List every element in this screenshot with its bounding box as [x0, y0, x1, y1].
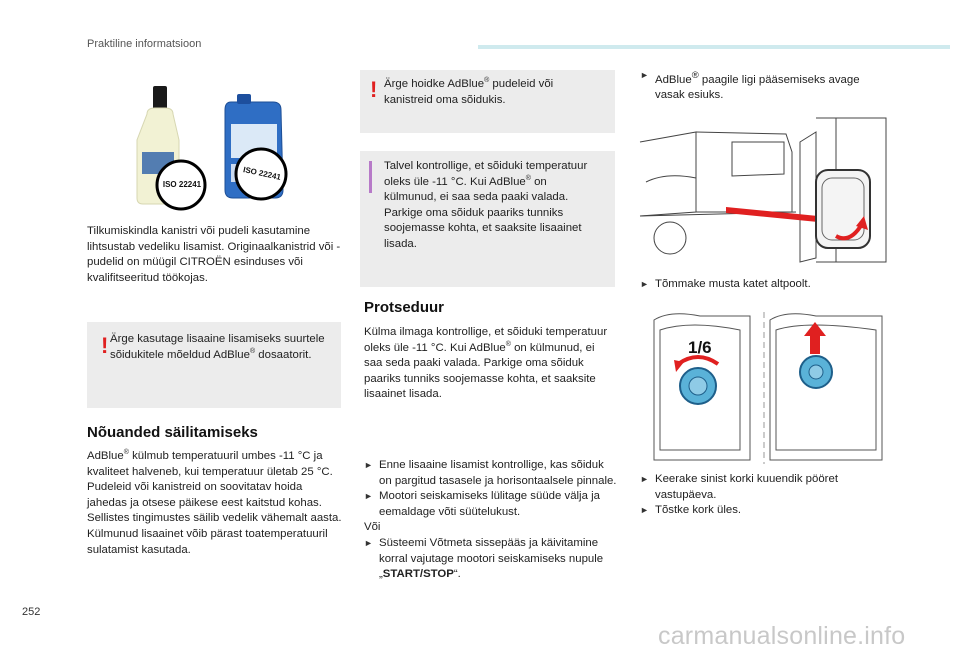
bullet-icon: ►	[640, 505, 649, 516]
iso-label-bottle: ISO 22241	[162, 180, 202, 189]
step-item: ►Enne lisaaine lisamist kontrollige, kas…	[364, 459, 617, 487]
step-item: ►Süsteemi Võtmeta sissepääs ja käivitami…	[364, 536, 604, 581]
fraction-label: 1/6	[688, 338, 712, 357]
info-text-winter: Talvel kontrollige, et sõiduki temperatu…	[384, 160, 588, 250]
or-label: Või	[364, 521, 381, 534]
page-number: 252	[22, 606, 41, 618]
bullet-icon: ►	[364, 460, 373, 470]
storage-paragraph: AdBlue® külmub temperatuuril umbes -11 °…	[87, 449, 342, 556]
procedure-steps: ►Enne lisaaine lisamist kontrollige, kas…	[364, 458, 618, 583]
bullet-icon: ►	[640, 474, 649, 484]
info-box-winter: Talvel kontrollige, et sõiduki temperatu…	[360, 151, 615, 287]
warning-box-dosing: ! Ärge kasutage lisaaine lisamiseks suur…	[87, 322, 341, 408]
warning-box-storage: ! Ärge hoidke AdBlue® pudeleid või kanis…	[360, 70, 615, 133]
cap-turning-figure: 1/6	[650, 310, 888, 466]
step-pull-cover: ►Tõmmake musta katet altpoolt.	[640, 277, 890, 293]
warning-text-storage: Ärge hoidke AdBlue® pudeleid või kanistr…	[384, 77, 554, 106]
storage-heading: Nõuanded säilitamiseks	[87, 424, 258, 441]
intro-paragraph: Tilkumiskindla kanistri või pudeli kasut…	[87, 225, 341, 284]
adblue-containers-image: ISO 22241 ISO 22241	[133, 80, 293, 212]
section-title: Praktiline informatsioon	[87, 38, 202, 50]
warning-icon: !	[370, 77, 378, 102]
steps-cap: ►Keerake sinist korki kuuendik pööret va…	[640, 472, 890, 519]
step-open-door: ►AdBlue® paagile ligi pääsemiseks avage …	[640, 70, 860, 102]
warning-icon: !	[101, 333, 109, 358]
bullet-icon: ►	[640, 279, 649, 289]
watermark: carmanualsonline.info	[658, 622, 906, 650]
procedure-heading: Protseduur	[364, 299, 445, 316]
step-item: ►Mootori seiskamiseks lülitage süüde väl…	[364, 490, 600, 518]
bullet-icon: ►	[364, 491, 373, 502]
bullet-icon: ►	[640, 70, 649, 80]
header-bar	[478, 45, 950, 49]
bullet-icon: ►	[364, 537, 373, 548]
door-opening-figure	[636, 112, 892, 268]
procedure-paragraph: Külma ilmaga kontrollige, et sõiduki tem…	[364, 326, 608, 401]
info-marker	[369, 161, 372, 193]
warning-text-dosing: Ärge kasutage lisaaine lisamiseks suurte…	[110, 333, 325, 361]
